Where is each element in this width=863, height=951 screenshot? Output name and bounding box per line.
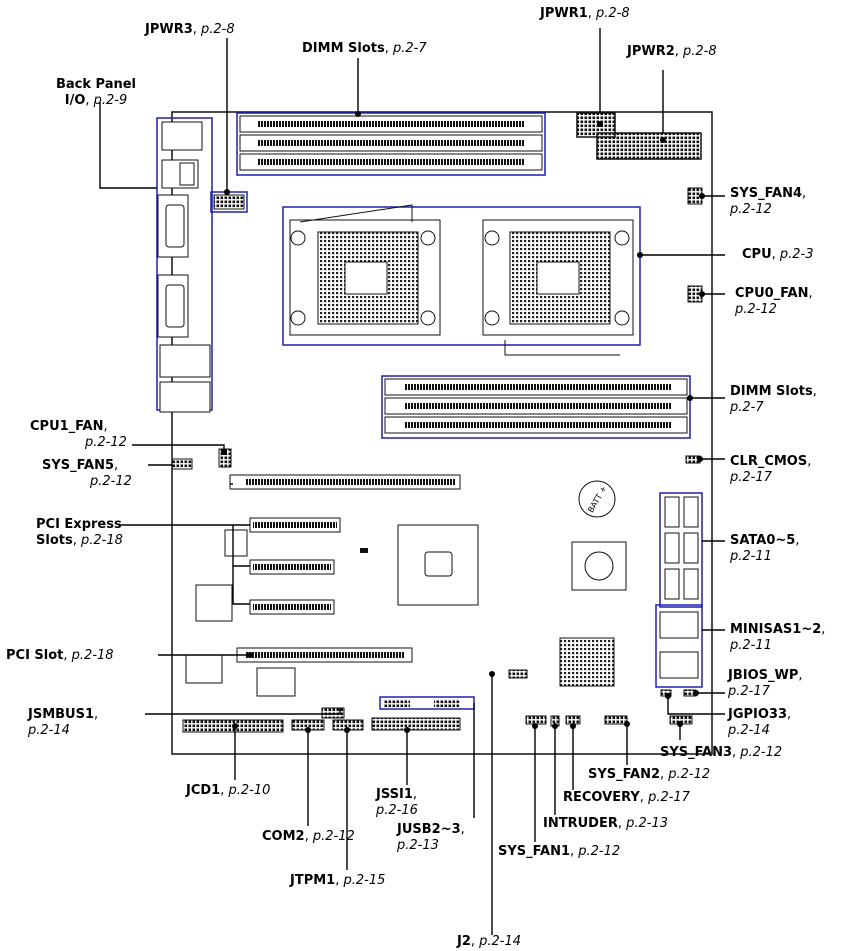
label-sys-fan5: SYS_FAN5,p.2-12 — [42, 458, 132, 489]
pci-slot — [185, 647, 413, 697]
label-dimm-top: DIMM Slots, p.2-7 — [302, 41, 427, 56]
label-sata: SATA0~5,p.2-11 — [730, 533, 800, 564]
leader-lines — [99, 28, 725, 935]
label-pci-slot: PCI Slot, p.2-18 — [6, 648, 114, 663]
label-cpu0-fan: CPU0_FAN,p.2-12 — [735, 286, 813, 317]
j2-header — [508, 669, 528, 679]
label-cpu: CPU, p.2-3 — [742, 247, 814, 262]
label-jusb: JUSB2~3,p.2-13 — [397, 822, 465, 853]
label-jcd1: JCD1, p.2-10 — [186, 783, 271, 798]
label-minisas: MINISAS1~2,p.2-11 — [730, 622, 826, 653]
label-sys-fan1: SYS_FAN1, p.2-12 — [498, 844, 621, 859]
label-clr-cmos: CLR_CMOS,p.2-17 — [730, 454, 812, 485]
sata-ports — [659, 492, 703, 608]
label-sys-fan4: SYS_FAN4,p.2-12 — [730, 186, 807, 217]
label-jgpio33: JGPIO33,p.2-14 — [728, 707, 792, 738]
cpu-sockets — [282, 204, 641, 356]
label-intruder: INTRUDER, p.2-13 — [543, 816, 668, 831]
jpwr3-connector — [210, 191, 248, 213]
label-jbios-wp: JBIOS_WP,p.2-17 — [728, 668, 803, 699]
label-dimm-right: DIMM Slots,p.2-7 — [730, 384, 817, 415]
battery: BATT + — [578, 480, 616, 518]
chipset — [360, 524, 479, 606]
minisas-ports — [655, 604, 703, 688]
back-panel-io — [156, 117, 213, 413]
dimm-slots-top — [236, 112, 546, 176]
label-jtpm1: JTPM1, p.2-15 — [290, 873, 386, 888]
pcie-slots — [195, 474, 461, 622]
label-sys-fan3: SYS_FAN3, p.2-12 — [660, 745, 783, 760]
label-jpwr2: JPWR2, p.2-8 — [627, 44, 717, 59]
dimm-slots-right — [381, 375, 691, 439]
label-jpwr3: JPWR3, p.2-8 — [145, 22, 235, 37]
sas-controller — [559, 637, 615, 687]
label-jpwr1: JPWR1, p.2-8 — [540, 6, 630, 21]
bottom-headers — [182, 696, 693, 733]
sys-fan5-header — [171, 458, 193, 470]
label-sys-fan2: SYS_FAN2, p.2-12 — [588, 767, 711, 782]
label-j2: J2, p.2-14 — [457, 934, 522, 949]
label-jsmbus1: JSMBUS1,p.2-14 — [28, 707, 99, 738]
label-cpu1-fan: CPU1_FAN,p.2-12 — [30, 419, 127, 450]
label-jssi1: JSSI1,p.2-16 — [376, 787, 418, 818]
leader-dots — [221, 111, 705, 733]
label-recovery: RECOVERY, p.2-17 — [563, 790, 690, 805]
label-com2: COM2, p.2-12 — [262, 829, 355, 844]
jpwr2-connector — [596, 132, 702, 160]
